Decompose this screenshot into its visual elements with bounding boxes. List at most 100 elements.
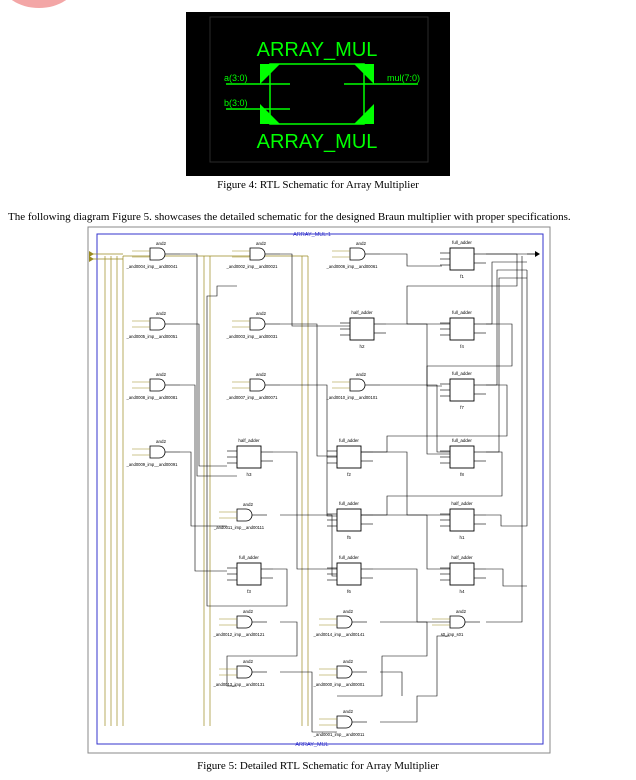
interconnect-wire xyxy=(426,323,513,455)
body-paragraph: The following diagram Figure 5. showcase… xyxy=(8,211,571,223)
interconnect-wire xyxy=(373,568,450,623)
block-type-label: full_adder xyxy=(452,371,472,376)
block-corner-br xyxy=(354,104,374,124)
and2-gate: and2_and0001_imp__and00011 xyxy=(313,709,367,737)
gate-instance-label: _and0012_imp__and00121 xyxy=(213,632,266,637)
block-instance-label: f8 xyxy=(460,472,464,477)
interconnect-wire xyxy=(380,253,442,267)
frame-label-bottom: ARRAY_MUL xyxy=(295,742,328,748)
detailed-schematic-svg: ARRAY_MUL:1 ARRAY_MUL and2_and0004_imp__… xyxy=(87,226,551,754)
interconnect-wire xyxy=(206,285,288,607)
input-bus-wires xyxy=(89,251,309,726)
and2-gate-shape xyxy=(449,615,466,629)
input-arrow-icon xyxy=(89,251,94,257)
detailed-schematic-figure: ARRAY_MUL:1 ARRAY_MUL and2_and0004_imp__… xyxy=(87,226,551,754)
figure5-caption: Figure 5: Detailed RTL Schematic for Arr… xyxy=(197,760,439,772)
and2-gate: and2_and0008_imp__and00081 xyxy=(126,372,180,400)
figure4-title-top: ARRAY_MUL xyxy=(257,39,378,61)
input-arrow-icon xyxy=(89,256,94,262)
block-type-label: full_adder xyxy=(339,438,359,443)
gate-instance-label: _and0006_imp__and00061 xyxy=(326,264,379,269)
gate-instance-label: _and0014_imp__and00141 xyxy=(313,632,366,637)
schematic-frame xyxy=(96,233,544,745)
block-type-label: full_adder xyxy=(452,310,472,315)
block-instance-label: h4 xyxy=(459,589,465,594)
and2-gate: and2 _and0009_imp__and00091 xyxy=(126,439,180,467)
gate-type-label: and2 xyxy=(343,609,354,614)
interconnect-wire xyxy=(486,568,527,587)
gate-instance-label: _and0009_imp__and00091 xyxy=(126,462,179,467)
block-instance-label: f1 xyxy=(460,274,464,279)
gate-type-label: and2 xyxy=(156,439,167,444)
output-arrow-icon xyxy=(535,251,540,257)
block-corner-tr xyxy=(354,64,374,84)
full-adder-block: full_adder f1 xyxy=(440,240,486,279)
adder-block-shape xyxy=(449,317,475,341)
rtl-top-level-svg: ARRAY_MUL ARRAY_MUL a(3:0) b(3:0) mul(7:… xyxy=(209,16,429,163)
gate-type-label: and2 xyxy=(156,311,167,316)
interconnect-wire xyxy=(180,323,227,467)
and2-gate: and2_and0012_imp__and00121 xyxy=(213,609,267,637)
rtl-top-level-figure: ARRAY_MUL ARRAY_MUL a(3:0) b(3:0) mul(7:… xyxy=(186,12,450,176)
figure4-title-bottom: ARRAY_MUL xyxy=(257,131,378,153)
interconnect-wire xyxy=(180,253,237,477)
frame-label-top: ARRAY_MUL:1 xyxy=(293,232,331,238)
adder-block-shape xyxy=(449,247,475,271)
interconnect-wire xyxy=(486,261,527,325)
port-b-label: b(3:0) xyxy=(224,98,248,108)
adder-block-shape xyxy=(336,508,362,532)
adder-block-shape xyxy=(236,562,262,586)
interconnect-wire xyxy=(373,514,450,570)
adder-block-shape xyxy=(449,378,475,402)
and2-gate: and2_and0002_imp__and00021 xyxy=(226,241,280,269)
gate-type-label: and2 xyxy=(356,372,367,377)
and2-gate: and2_and0004_imp__and00041 xyxy=(126,241,180,269)
block-type-label: full_adder xyxy=(239,555,259,560)
adder-block-shape xyxy=(236,445,262,469)
and2-gate-shape xyxy=(249,317,266,331)
gate-type-label: and2 xyxy=(156,241,167,246)
gate-type-label: and2 xyxy=(243,502,254,507)
interconnect-wire xyxy=(337,621,428,697)
corner-decoration xyxy=(2,0,76,8)
block-type-label: half_adder xyxy=(451,501,473,506)
block-type-label: full_adder xyxy=(452,438,472,443)
array-mul-block xyxy=(269,63,365,125)
interconnect-wire xyxy=(280,514,337,577)
and2-gate: and2_and0007_imp__and00071 xyxy=(226,372,280,400)
and2-gate: and2_and0005_imp__and00051 xyxy=(126,311,180,339)
block-type-label: full_adder xyxy=(452,240,472,245)
and2-gate-shape xyxy=(249,247,266,261)
interconnect-wire xyxy=(486,256,523,623)
interconnect-wire xyxy=(373,451,450,516)
half-adder-block: half_adder h1 xyxy=(440,501,486,540)
and2-gate: and2_and0006_imp__and00061 xyxy=(326,241,380,269)
and2-gate: and2 _and0010_imp__and00101 xyxy=(326,372,380,400)
block-instance-label: h1 xyxy=(459,535,465,540)
and2-gate: and2_and0003_imp__and00031 xyxy=(226,311,280,339)
block-instance-label: f2 xyxy=(347,472,351,477)
interconnect-wire xyxy=(380,635,450,723)
gate-instance-label: _and0010_imp__and00101 xyxy=(326,395,379,400)
gate-instance-label: _and0001_imp__and00011 xyxy=(313,732,365,737)
block-instance-label: h2 xyxy=(359,344,365,349)
and2-gate: and2 _and0014_imp__and00141 xyxy=(313,609,367,637)
block-corner-tl xyxy=(260,64,280,84)
gate-type-label: and2 xyxy=(256,311,267,316)
adder-block-shape xyxy=(349,317,375,341)
gate-type-label: and2 xyxy=(456,609,467,614)
block-type-label: half_adder xyxy=(351,310,373,315)
adder-block-shape xyxy=(449,445,475,469)
gate-type-label: and2 xyxy=(156,372,167,377)
interconnect-wire xyxy=(486,277,527,453)
and2-gate-shape xyxy=(249,378,266,392)
adder-block-shape xyxy=(449,562,475,586)
interconnect-wire xyxy=(380,384,450,453)
and2-gate-shape xyxy=(149,317,166,331)
full-adder-block: full_adder f2 xyxy=(327,438,373,477)
block-instance-label: f4 xyxy=(460,344,464,349)
